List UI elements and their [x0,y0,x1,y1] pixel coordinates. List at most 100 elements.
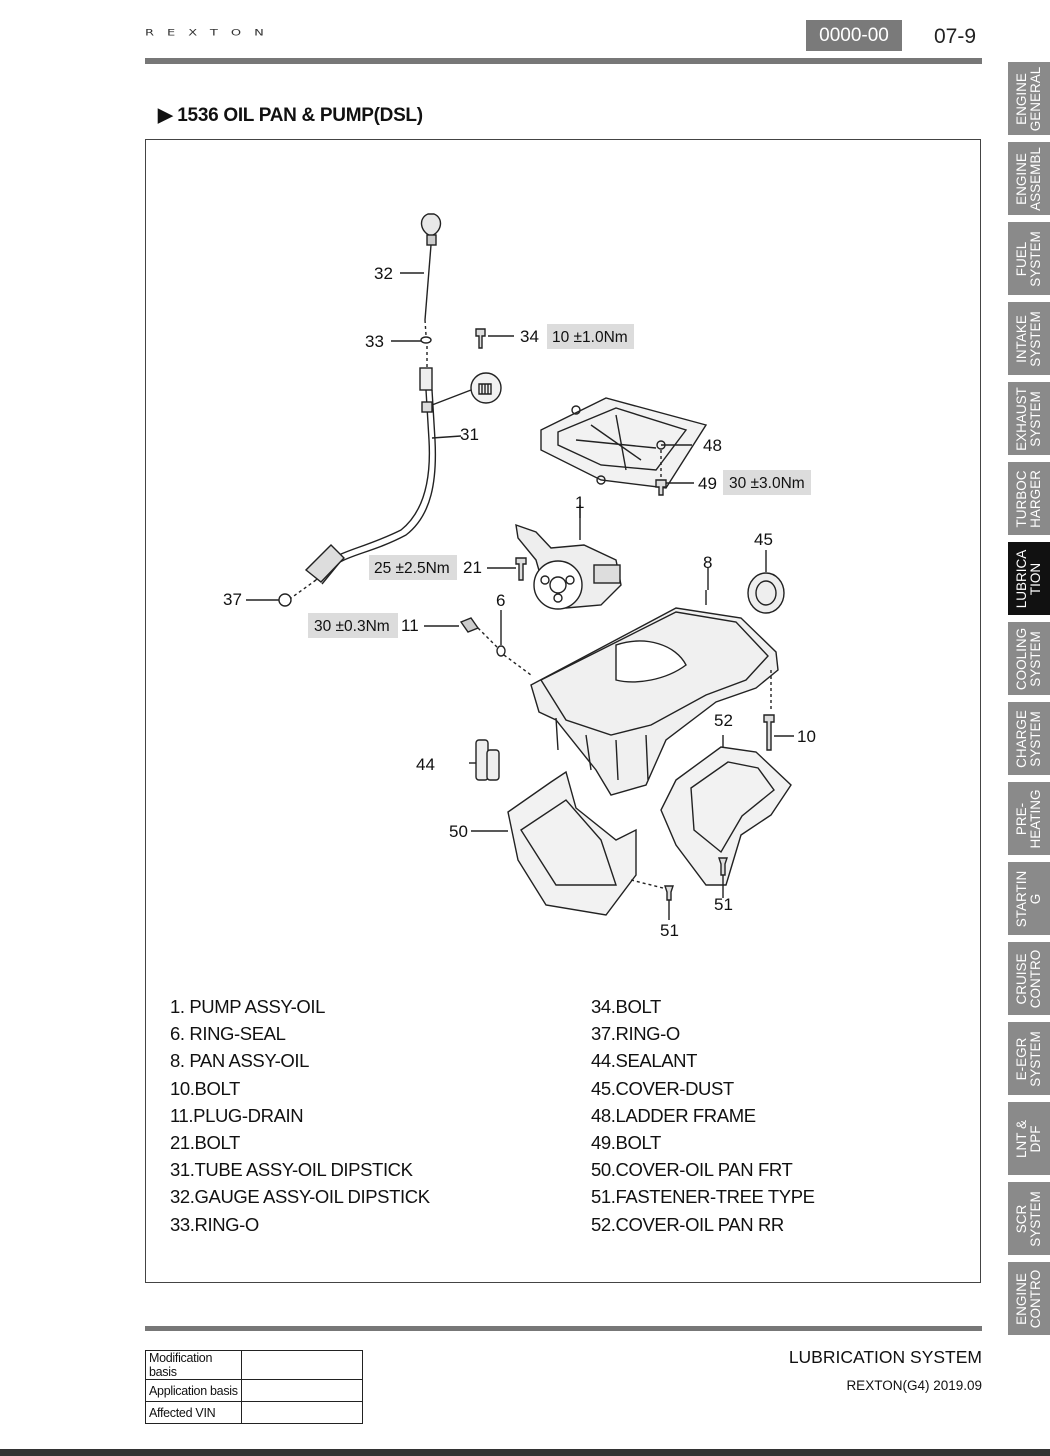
part-item: 50.COVER-OIL PAN FRT [591,1159,793,1181]
part-item: 45.COVER-DUST [591,1077,734,1099]
torque-badge-11 [308,613,398,638]
torque-badge-49 [723,470,811,495]
tab-fuel-system[interactable]: FUEL SYSTEM [1008,222,1050,295]
tab-label: TURBOC HARGER [1014,469,1043,528]
torque-11: 30 ±0.3Nm [314,618,390,635]
rear-pan-cover [660,746,792,886]
page-number: 07-9 [934,25,977,48]
tab-e-egr-system[interactable]: E-EGR SYSTEM [1008,1022,1050,1095]
callout-10: 10 [797,727,816,746]
callout-50: 50 [449,822,468,841]
tab-engine-control[interactable]: ENGINE CONTRO [1008,1262,1050,1335]
tab-label: FUEL SYSTEM [1014,230,1043,287]
application-basis-label: Application basis [145,1379,242,1402]
sealant-tube [475,739,489,781]
bolt-34-detail-circle [470,372,502,404]
torque-34: 10 ±1.0Nm [552,329,628,346]
torque-badge-21 [369,555,457,580]
bolt-34 [475,328,486,349]
tab-label: COOLING SYSTEM [1014,627,1043,690]
chapter-name: LUBRICATION SYSTEM [788,1347,982,1367]
table-row: Modification basis [145,1350,363,1380]
callout-51-right: 51 [714,895,733,914]
model-edition: REXTON(G4) 2019.09 [846,1378,982,1393]
parts-list-right: 34.BOLT 37.RING-O 44.SEALANT 45.COVER-DU… [591,993,815,1238]
bottom-bar [0,1449,1050,1456]
part-item: 44.SEALANT [591,1050,698,1072]
tab-scr-system[interactable]: SCR SYSTEM [1008,1182,1050,1255]
table-row: Affected VIN [145,1401,363,1424]
part-item: 11.PLUG-DRAIN [170,1104,304,1126]
callout-49: 49 [698,474,717,493]
tab-starting[interactable]: STARTIN G [1008,862,1050,935]
exploded-parts-diagram: 32 33 34 10 ±1.0Nm 31 48 49 30 ±3.0Nm 1 … [223,213,816,940]
tab-turbocharger[interactable]: TURBOC HARGER [1008,462,1050,535]
part-item: 6. RING-SEAL [170,1023,286,1045]
footer-rule [145,1326,982,1331]
brand-logo: REXTON [145,28,277,39]
part-item: 33.RING-O [170,1213,259,1235]
tab-label: E-EGR SYSTEM [1014,1030,1043,1087]
header-rule [145,58,982,64]
tab-label: LNT & DPF [1014,1119,1043,1158]
tab-lnt-dpf[interactable]: LNT & DPF [1008,1102,1050,1175]
part-item: 8. PAN ASSY-OIL [170,1050,309,1072]
affected-vin-label: Affected VIN [145,1401,242,1424]
tube-bracket [421,401,433,413]
part-item: 31.TUBE ASSY-OIL DIPSTICK [170,1159,413,1181]
part-item: 21.BOLT [170,1132,240,1154]
tab-cooling-system[interactable]: COOLING SYSTEM [1008,622,1050,695]
affected-vin-value [241,1401,363,1424]
part-item: 49.BOLT [591,1132,661,1154]
drain-plug [459,617,480,633]
tab-charge-system[interactable]: CHARGE SYSTEM [1008,702,1050,775]
part-item: 10.BOLT [170,1077,240,1099]
torque-49: 30 ±3.0Nm [729,475,805,492]
application-basis-value [241,1379,363,1402]
dipstick-cap [426,234,437,246]
tab-exhaust-system[interactable]: EXHAUST SYSTEM [1008,382,1050,455]
tab-engine-assembly[interactable]: ENGINE ASSEMBL [1008,142,1050,215]
part-item: 32.GAUGE ASSY-OIL DIPSTICK [170,1186,430,1208]
fastener-51-left [664,885,674,901]
tab-label: STARTIN G [1014,870,1043,927]
callout-6: 6 [496,591,505,610]
callout-31: 31 [460,425,479,444]
tab-intake-system[interactable]: INTAKE SYSTEM [1008,302,1050,375]
tube-head [419,367,433,391]
tab-label: PRE- HEATING [1014,788,1043,849]
tab-lubrication[interactable]: LUBRICA TION [1008,542,1050,615]
tab-label: CHARGE SYSTEM [1014,709,1043,768]
part-item: 52.COVER-OIL PAN RR [591,1213,784,1235]
tab-engine-general[interactable]: ENGINE GENERAL [1008,62,1050,135]
tab-label: EXHAUST SYSTEM [1014,386,1043,451]
torque-badge-34 [547,324,634,349]
callout-21: 21 [463,558,482,577]
section-title: ▶ 1536 OIL PAN & PUMP(DSL) [158,105,423,126]
tab-pre-heating[interactable]: PRE- HEATING [1008,782,1050,855]
callout-33: 33 [365,332,384,351]
oring-37 [278,593,292,607]
part-item: 51.FASTENER-TREE TYPE [591,1186,815,1208]
callout-52: 52 [714,711,733,730]
callout-48: 48 [703,436,722,455]
tab-label: INTAKE SYSTEM [1014,310,1043,367]
tab-label: LUBRICA TION [1014,549,1043,608]
modification-basis-value [241,1350,363,1380]
part-item: 48.LADDER FRAME [591,1104,756,1126]
part-item: 34.BOLT [591,996,661,1017]
tab-cruise-control[interactable]: CRUISE CONTRO [1008,942,1050,1015]
callout-34: 34 [520,327,539,346]
tube-lower [304,544,345,583]
dipstick-tube [315,389,431,581]
callout-32: 32 [374,264,393,283]
seal-ring-6 [496,645,506,657]
front-pan-cover [507,770,637,916]
callout-45: 45 [754,530,773,549]
callout-1: 1 [575,493,584,512]
ladder-frame [540,397,708,489]
bolt-49 [655,479,667,496]
callout-44: 44 [416,755,435,774]
callout-8: 8 [703,553,712,572]
fastener-51-right [718,857,728,876]
